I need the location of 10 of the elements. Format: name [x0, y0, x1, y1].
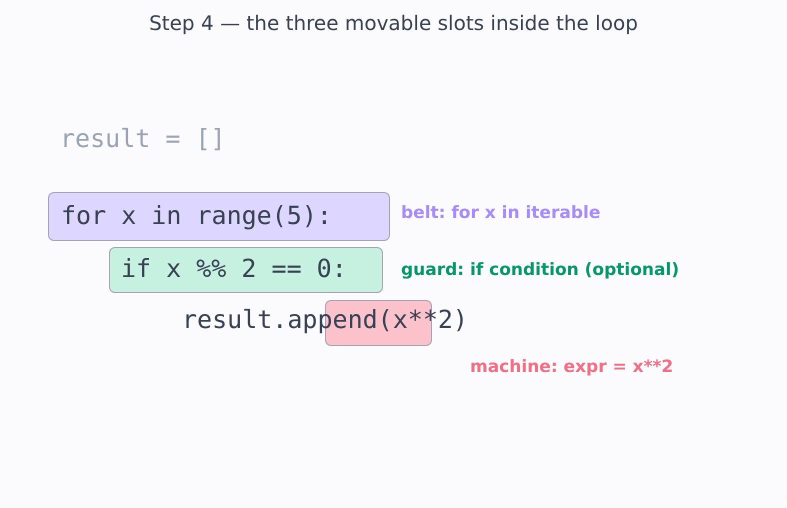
code-text: if x %% 2 == 0: — [121, 254, 348, 283]
annotation-text: guard: if condition (optional) — [401, 260, 680, 280]
annotation-text: belt: for x in iterable — [401, 203, 600, 223]
code-slot — [109, 247, 383, 293]
code-line: result.append(x**2) — [182, 305, 468, 334]
annotation-text: machine: expr = x**2 — [470, 357, 674, 377]
code-text: for x in range(5): — [61, 201, 333, 230]
code-line: result = [] — [60, 124, 226, 153]
diagram-title: Step 4 — the three movable slots inside the loop — [148, 11, 639, 35]
code-slot — [48, 192, 390, 241]
